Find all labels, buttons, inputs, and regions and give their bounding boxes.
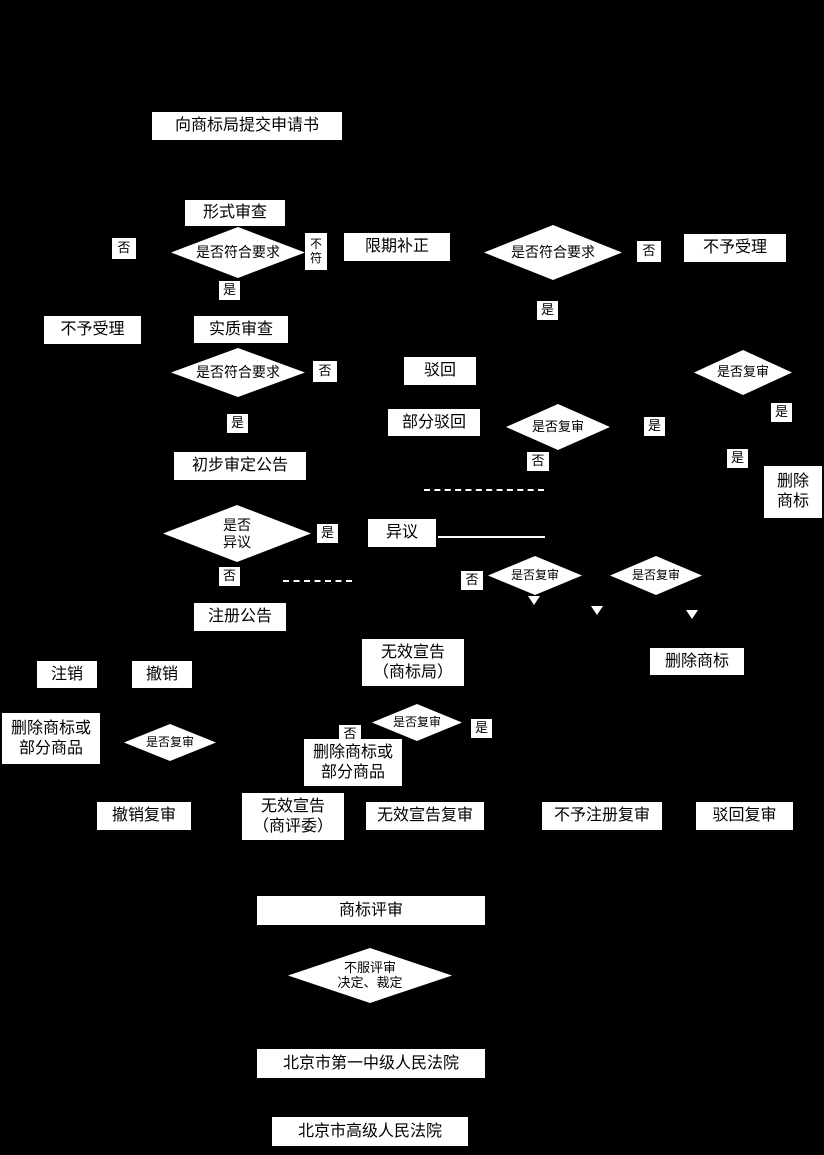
diamond-meets-requirements-1: 是否符合要求 [171, 227, 305, 278]
node-trademark-review: 商标评审 [257, 896, 485, 925]
diamond-meets-requirements-3: 是否符合要求 [171, 348, 305, 397]
node-court-high: 北京市高级人民法院 [272, 1117, 468, 1146]
arrow-down-icon-1 [528, 596, 540, 605]
diamond-dissatisfied: 不服评审 决定、裁定 [288, 948, 452, 1003]
diamond-review-center: 是否复审 [506, 404, 610, 450]
node-opposition: 异议 [368, 519, 436, 547]
diamond-review-a: 是否复审 [488, 556, 582, 595]
connector-dashed-1 [424, 489, 544, 491]
node-revocation-review: 撤销复审 [97, 802, 191, 830]
label-no-3: 否 [313, 361, 337, 382]
label-no-6: 否 [219, 567, 240, 586]
label-yes-5: 是 [644, 417, 665, 436]
node-invalidation-office: 无效宣告 （商标局） [362, 639, 464, 686]
label-no-5: 否 [461, 571, 483, 590]
label-not-meet: 不 符 [305, 233, 327, 270]
diamond-meets-requirements-2: 是否符合要求 [484, 225, 622, 280]
label-yes-6: 是 [227, 414, 248, 433]
node-non-registration-review: 不予注册复审 [542, 802, 662, 830]
node-delete-tm-or-goods-left: 删除商标或 部分商品 [2, 713, 100, 764]
node-delete-trademark: 删除商标 [650, 648, 744, 675]
arrow-down-icon-2 [591, 606, 603, 615]
node-preliminary-announcement: 初步审定公告 [174, 452, 306, 480]
node-not-accepted-left: 不予受理 [44, 316, 141, 344]
diamond-review-lower-left: 是否复审 [124, 724, 216, 761]
label-no-1: 否 [112, 238, 136, 259]
connector-solid-1 [438, 536, 545, 538]
node-substantive-exam: 实质审查 [194, 316, 288, 343]
node-invalidation-review: 无效宣告复审 [366, 802, 484, 830]
node-invalidation-trab: 无效宣告 （商评委） [242, 793, 344, 840]
node-not-accepted-right: 不予受理 [684, 234, 786, 262]
arrow-down-icon-3 [686, 610, 698, 619]
node-cancellation: 注销 [37, 661, 97, 688]
node-registration-announcement: 注册公告 [194, 603, 286, 631]
diamond-review-b: 是否复审 [610, 556, 702, 595]
label-yes-7: 是 [317, 524, 338, 543]
label-no-4: 否 [527, 452, 549, 471]
node-correction: 限期补正 [344, 233, 450, 261]
node-delete-trademark-right: 删除 商标 [764, 466, 822, 518]
node-court-first-intermediate: 北京市第一中级人民法院 [257, 1049, 485, 1078]
node-revocation: 撤销 [132, 661, 192, 688]
node-rejection-review: 驳回复审 [696, 802, 793, 830]
connector-dashed-2 [283, 580, 352, 582]
node-delete-tm-or-goods-mid: 删除商标或 部分商品 [304, 739, 402, 786]
diamond-review-right: 是否复审 [694, 350, 792, 395]
node-submit-application: 向商标局提交申请书 [152, 112, 342, 140]
label-yes-8: 是 [471, 719, 492, 738]
node-rejection: 驳回 [404, 357, 476, 385]
diamond-opposition: 是否 异议 [163, 505, 311, 562]
label-yes-4: 是 [727, 449, 748, 468]
label-no-2: 否 [637, 241, 661, 262]
label-yes-3: 是 [771, 403, 792, 422]
label-yes-1: 是 [219, 281, 240, 300]
node-partial-rejection: 部分驳回 [388, 409, 480, 436]
node-formal-exam: 形式审查 [185, 200, 285, 226]
diamond-review-mid-lower: 是否复审 [372, 704, 462, 741]
label-yes-2: 是 [537, 301, 558, 320]
